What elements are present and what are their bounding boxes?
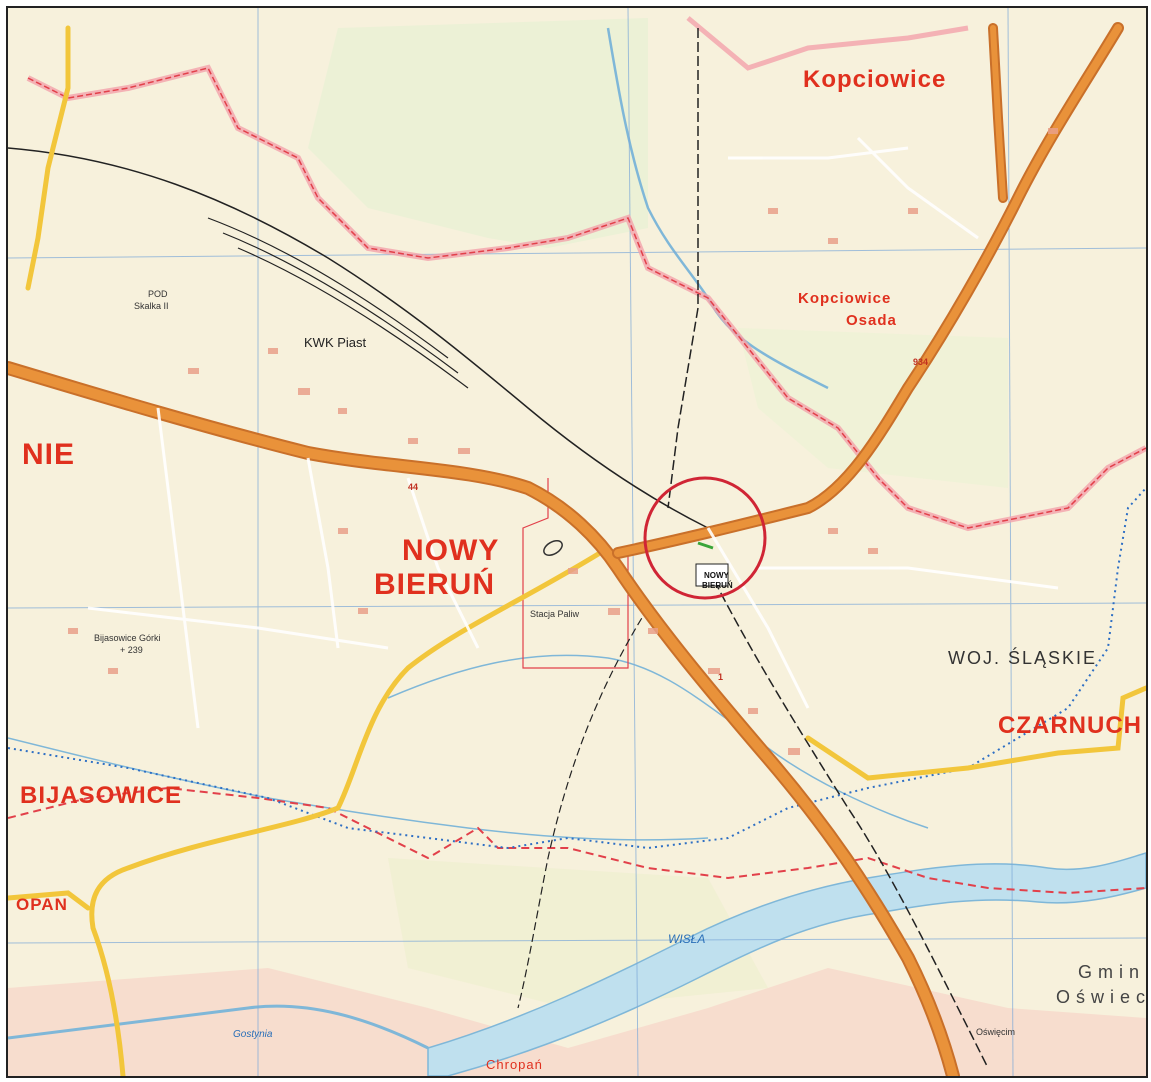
label-gostynia: Gostynia xyxy=(233,1029,273,1040)
green-area-east xyxy=(738,328,1008,488)
border-kopciowice xyxy=(686,16,969,71)
road-number-1: 1 xyxy=(718,672,724,682)
label-wisla: WISŁA xyxy=(668,932,706,946)
label-czarnuch: CZARNUCH xyxy=(998,712,1142,739)
road-number-44: 44 xyxy=(408,482,419,492)
label-chropan: Chropań xyxy=(486,1057,543,1072)
label-bijasowice-gorki-height: + 239 xyxy=(120,645,143,655)
main-roads xyxy=(8,22,1124,1076)
label-nowy: NOWY xyxy=(402,534,500,567)
green-segment xyxy=(697,541,714,550)
label-kopciowice-osada: Kopciowice xyxy=(798,291,891,306)
minor-streets xyxy=(87,136,1059,729)
sign-nowy: NOWY xyxy=(704,571,729,580)
pond xyxy=(543,540,563,556)
label-bijasowice-gorki: Bijasowice Górki xyxy=(94,633,161,643)
secondary-roads xyxy=(8,25,1146,1076)
green-area-north xyxy=(308,18,648,248)
highlight-circle xyxy=(643,476,767,600)
railway-lines xyxy=(8,28,989,1069)
label-stacja-paliw: Stacja Paliw xyxy=(530,609,580,619)
label-nie: NIE xyxy=(22,438,76,471)
border-blue-dotted xyxy=(8,487,1146,850)
label-opan: OPAN xyxy=(16,895,68,914)
label-pod: POD xyxy=(148,289,168,299)
label-bierun: BIERUŃ xyxy=(374,568,496,601)
map-canvas[interactable] xyxy=(8,8,1146,1076)
label-kopciowice-osada-line1: Kopciowice xyxy=(798,290,892,307)
building-blocks xyxy=(68,128,1058,755)
wisla-river xyxy=(427,852,1146,1076)
grid-lines xyxy=(8,8,1146,1076)
label-oswiecim-road: Oświęcim xyxy=(976,1027,1016,1037)
label-kwk-piast: KWK Piast xyxy=(304,335,367,350)
border-south-dashed xyxy=(8,786,1146,895)
label-gmina: Gmin xyxy=(1078,962,1146,982)
label-woj-slaskie: WOJ. ŚLĄSKIE xyxy=(948,648,1098,668)
road-number-934: 934 xyxy=(913,357,929,367)
pink-urban-area xyxy=(8,968,1146,1076)
river-north xyxy=(606,27,829,390)
gostynia-river xyxy=(8,1004,429,1050)
label-pod-skalka: Skalka II xyxy=(134,301,169,311)
sign-bierun: BIERUŃ xyxy=(702,581,733,590)
nowy-bierun-sign xyxy=(695,563,729,587)
stream-west xyxy=(8,737,709,841)
border-north-line xyxy=(27,67,1146,529)
label-bijasowice: BIJASOWICE xyxy=(20,782,183,809)
label-kopciowice: Kopciowice xyxy=(803,66,947,93)
map-frame: Kopciowice Kopciowice Osada NOWY BIERUŃ … xyxy=(6,6,1148,1078)
label-osada: Osada xyxy=(846,312,897,329)
label-oswiecim-gmina: Oświec xyxy=(1056,987,1148,1007)
